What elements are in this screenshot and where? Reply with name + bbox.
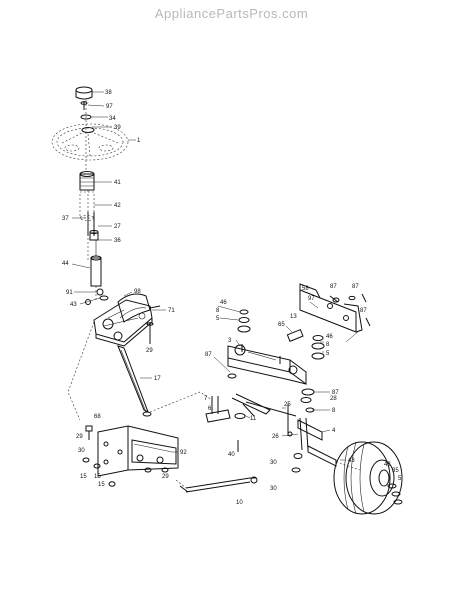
part-label-17: 17 <box>154 376 161 382</box>
bracket-hardware[interactable] <box>82 425 169 487</box>
spindle-left[interactable] <box>205 393 271 423</box>
part-label-87: 87 <box>360 308 367 314</box>
part-label-42: 42 <box>114 203 121 209</box>
steering-shaft[interactable] <box>90 240 102 287</box>
part-label-43: 43 <box>70 302 77 308</box>
part-label-1: 1 <box>137 138 141 144</box>
part-label-4: 4 <box>332 428 336 434</box>
bolt[interactable] <box>146 322 154 344</box>
steering-adapter[interactable] <box>79 171 95 191</box>
front-wheel[interactable] <box>333 441 403 515</box>
bolt[interactable] <box>80 101 88 110</box>
part-label-8: 8 <box>332 408 336 414</box>
part-label-29: 29 <box>76 434 83 440</box>
part-label-43: 43 <box>348 458 355 464</box>
wheel-hardware[interactable] <box>335 461 403 505</box>
steering-wheel[interactable] <box>51 123 129 161</box>
part-label-38: 38 <box>105 90 112 96</box>
part-label-41: 41 <box>114 180 121 186</box>
part-label-29: 29 <box>146 348 153 354</box>
part-label-58: 58 <box>302 286 309 292</box>
part-label-13: 13 <box>290 314 297 320</box>
part-label-40: 40 <box>228 452 235 458</box>
part-label-5: 5 <box>326 351 330 357</box>
axle-mounting-bracket[interactable] <box>299 283 363 333</box>
part-label-5: 5 <box>216 316 220 322</box>
axle-hardware[interactable] <box>227 309 255 452</box>
part-label-43: 43 <box>384 462 391 468</box>
part-label-30: 30 <box>270 460 277 466</box>
steering-shaft-hardware[interactable] <box>87 212 99 241</box>
part-label-68: 68 <box>94 414 101 420</box>
part-label-39: 39 <box>114 125 121 131</box>
steering-gear-assembly[interactable] <box>93 293 161 347</box>
tie-rod[interactable] <box>179 476 258 493</box>
part-label-46: 46 <box>326 334 333 340</box>
part-label-97: 97 <box>106 104 113 110</box>
part-label-28: 28 <box>330 396 337 402</box>
part-label-36: 36 <box>114 238 121 244</box>
drag-link[interactable] <box>117 345 152 417</box>
part-label-65: 65 <box>278 322 285 328</box>
steering-support-bracket[interactable] <box>97 425 179 477</box>
part-label-34: 34 <box>109 116 116 122</box>
part-label-3: 3 <box>228 338 232 344</box>
part-label-15: 15 <box>94 474 101 480</box>
part-label-8: 8 <box>216 308 220 314</box>
axle-support-bracket[interactable] <box>227 344 307 385</box>
part-label-92: 92 <box>180 450 187 456</box>
part-label-87: 87 <box>352 284 359 290</box>
part-label-25: 25 <box>284 402 291 408</box>
steering-cap[interactable] <box>75 86 93 100</box>
watermark: AppliancePartsPros.com <box>154 6 309 21</box>
part-label-30: 30 <box>270 486 277 492</box>
part-label-6: 6 <box>208 406 212 412</box>
part-label-46: 46 <box>220 300 227 306</box>
part-label-37: 37 <box>62 216 69 222</box>
spacer[interactable] <box>85 288 109 305</box>
part-label-15: 15 <box>98 482 105 488</box>
leader-lines <box>71 91 361 461</box>
steering-boot[interactable] <box>79 191 95 221</box>
part-label-30: 30 <box>78 448 85 454</box>
pivot-bushings[interactable] <box>286 328 325 360</box>
part-label-8: 8 <box>326 342 330 348</box>
part-label-15: 15 <box>80 474 87 480</box>
part-label-91: 91 <box>66 290 73 296</box>
part-label-98: 98 <box>134 289 141 295</box>
part-label-11: 11 <box>250 416 257 422</box>
tie-link[interactable] <box>245 401 297 437</box>
part-label-27: 27 <box>114 224 121 230</box>
bracket-bolts[interactable] <box>329 293 371 327</box>
part-label-87: 87 <box>330 284 337 290</box>
part-label-5: 5 <box>398 476 402 482</box>
part-label-35: 35 <box>392 468 399 474</box>
part-label-10: 10 <box>236 500 243 506</box>
part-label-26: 26 <box>272 434 279 440</box>
part-label-7: 7 <box>204 396 208 402</box>
part-label-44: 44 <box>62 261 69 267</box>
part-label-87: 87 <box>205 352 212 358</box>
part-label-71: 71 <box>168 308 175 314</box>
part-label-29: 29 <box>162 474 169 480</box>
part-label-87: 87 <box>332 390 339 396</box>
part-label-97: 97 <box>308 296 315 302</box>
part-number-labels: 38 97 34 39 1 41 42 37 27 36 44 91 98 43… <box>62 90 402 506</box>
